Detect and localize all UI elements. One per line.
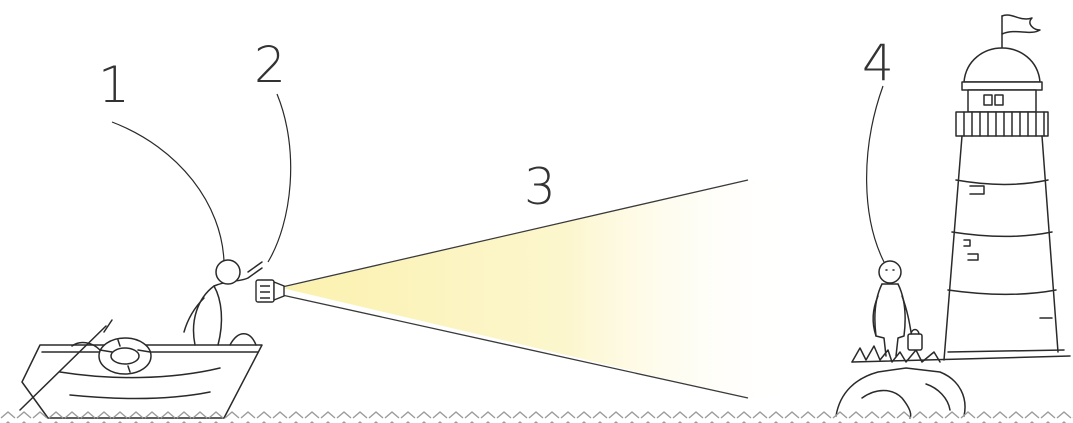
tower [944, 136, 1058, 360]
lighthouse-icon [944, 15, 1064, 360]
callout-number-2: 2 [254, 40, 286, 90]
life-ring [99, 338, 151, 374]
leader-line-1 [112, 122, 224, 262]
rock [836, 368, 965, 416]
person-on-boat [20, 260, 262, 418]
person-on-rock [836, 261, 1070, 418]
receiver-head [879, 261, 901, 283]
leader-line-4 [867, 86, 884, 262]
sea-waves [0, 410, 1073, 423]
receiver-body [875, 284, 905, 356]
leader-line-2 [268, 94, 291, 262]
flag [1002, 15, 1040, 34]
flashlight-icon [256, 280, 284, 302]
callout-number-3: 3 [524, 162, 556, 212]
sender-head [216, 260, 240, 284]
bag [908, 334, 922, 350]
callout-number-4: 4 [862, 38, 894, 88]
callout-number-1: 1 [98, 60, 130, 110]
